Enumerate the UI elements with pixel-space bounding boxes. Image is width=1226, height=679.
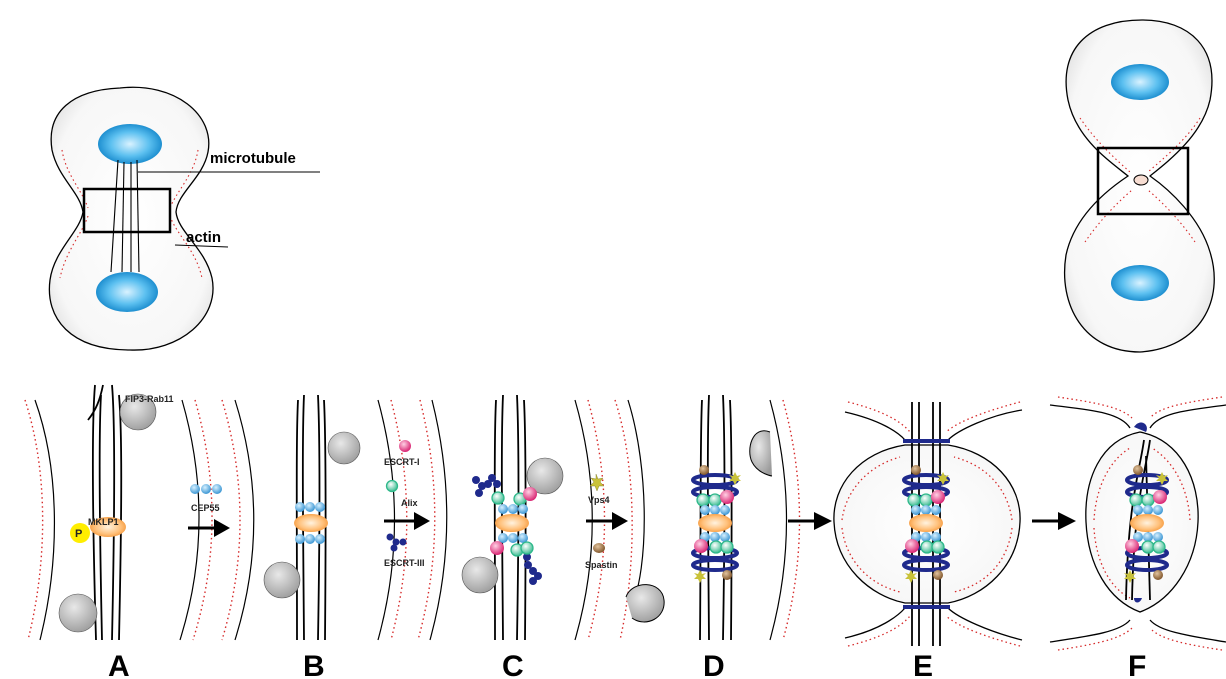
panel-d: D [693, 395, 772, 679]
cep55-icon [190, 484, 200, 494]
top-right-late-cell [1065, 20, 1215, 352]
panel-label-b: B [303, 650, 325, 679]
escrt-cluster-bottom [490, 533, 533, 556]
phospho-label: P [75, 528, 82, 540]
arrow-b-c: ESCRT-I Alix ESCRT-III [384, 440, 430, 568]
microtubule-label: microtubule [210, 150, 296, 167]
panel-a: P MKLP1 FIP3-Rab11 A [59, 385, 174, 679]
vesicle [264, 562, 300, 598]
panel-c: C [462, 395, 563, 679]
cep55-icon [201, 484, 211, 494]
midbody-ring [294, 514, 328, 532]
panel-label-e: E [913, 650, 933, 679]
alix-label: Alix [401, 498, 418, 508]
nucleus [98, 124, 162, 164]
vps4-label: Vps4 [588, 495, 610, 505]
panel-label-c: C [502, 650, 524, 679]
cep55-label: CEP55 [191, 503, 220, 513]
fip3-rab11-label: FIP3-Rab11 [125, 394, 174, 404]
mklp1-label: MKLP1 [88, 517, 119, 527]
nucleus [1111, 64, 1169, 100]
arrow-c-d: Vps4 Spastin [585, 474, 664, 622]
arrow-a-b: CEP55 [188, 484, 230, 537]
escrt-i-icon [399, 440, 411, 452]
vesicle [750, 431, 772, 476]
midbody-ring [495, 514, 529, 532]
escrt-iii-label: ESCRT-III [384, 558, 425, 568]
vesicle [626, 585, 664, 622]
panel-b: B [264, 395, 360, 679]
escrt-iii-icon [387, 534, 407, 552]
midbody [1134, 175, 1148, 185]
panel-label-d: D [703, 650, 725, 679]
alix-icon [387, 481, 398, 492]
spastin-icon [593, 543, 605, 553]
nucleus [1111, 265, 1169, 301]
midbody-ring [698, 514, 732, 532]
nucleus [96, 272, 158, 312]
actin-label: actin [186, 229, 221, 246]
vesicle [59, 594, 97, 632]
abscission-site [1134, 423, 1147, 432]
cep55-icon [212, 484, 222, 494]
panel-label-f: F [1128, 650, 1146, 679]
panel-label-a: A [108, 650, 130, 679]
panel-e: E [834, 402, 1022, 679]
panel-f: F [1050, 397, 1226, 679]
vesicle [462, 557, 498, 593]
arrow-d-e [788, 512, 832, 530]
arrow-e-f [1032, 512, 1076, 530]
vesicle [328, 432, 360, 464]
spastin-label: Spastin [585, 560, 618, 570]
top-left-dividing-cell: microtubule actin [49, 87, 320, 350]
escrt-cluster-top [492, 487, 537, 514]
escrt-i-label: ESCRT-I [384, 457, 420, 467]
